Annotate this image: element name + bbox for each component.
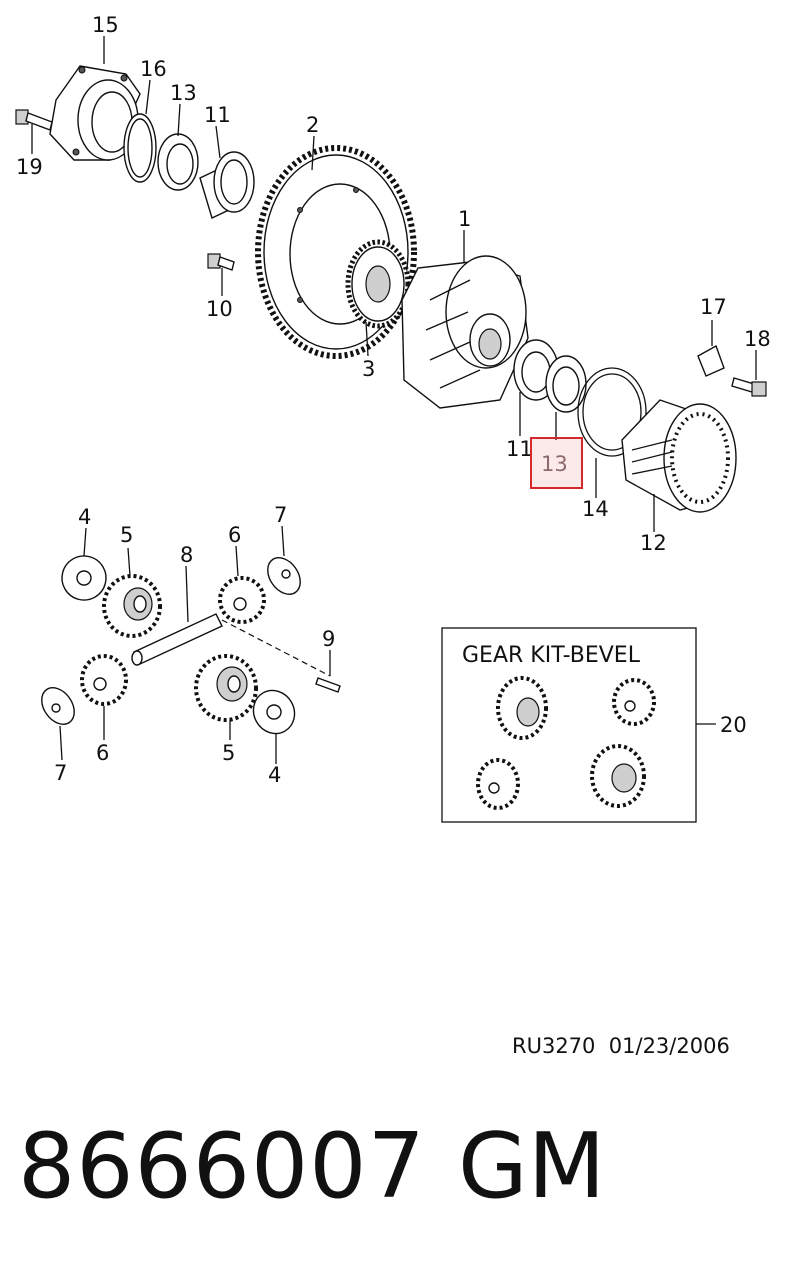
part-1-differential-case: [401, 255, 529, 409]
callout-9: 9: [322, 627, 335, 651]
callout-2: 2: [306, 113, 319, 137]
callout-7-lower: 7: [54, 761, 67, 785]
callout-8: 8: [180, 543, 193, 567]
part-10-bolt: [207, 253, 235, 271]
callout-11-upper: 11: [204, 103, 231, 127]
callout-10: 10: [206, 297, 233, 321]
callout-17: 17: [700, 295, 727, 319]
part-8-pinion-shaft: [131, 613, 223, 666]
callout-6-lower: 6: [96, 741, 109, 765]
part-13-shim-lower: [545, 355, 587, 413]
callout-14: 14: [582, 497, 609, 521]
callout-13-upper: 13: [170, 81, 197, 105]
part-12-tone-ring: [621, 399, 737, 513]
callout-7-upper: 7: [274, 503, 287, 527]
callout-11-lower: 11: [506, 437, 533, 461]
highlighted-callout[interactable]: 13: [530, 437, 583, 489]
kit-side-gear-2: [590, 744, 646, 808]
callout-3: 3: [362, 357, 375, 381]
part-19-bolt: [15, 109, 53, 131]
part-9-pin: [315, 677, 341, 693]
callout-4-upper: 4: [78, 505, 91, 529]
drawing-ref-code: RU3270: [512, 1034, 596, 1058]
callout-labels: 15 16 13 11 2 19 1 10 3 17 18 11 14 12 4…: [16, 13, 771, 787]
drawing-reference: RU3270 01/23/2006: [512, 1034, 730, 1058]
part-13-shim-upper: [157, 133, 199, 191]
exploded-parts-diagram: 15 16 13 11 2 19 1 10 3 17 18 11 14 12 4…: [15, 13, 771, 823]
part-17-clip: [697, 344, 725, 377]
callout-19: 19: [16, 155, 43, 179]
callout-1: 1: [458, 207, 471, 231]
part-6-pinion-lower: [80, 654, 128, 706]
callout-20: 20: [720, 713, 747, 737]
callout-6-upper: 6: [228, 523, 241, 547]
part-5-side-gear-lower: [194, 654, 258, 722]
part-11-bearing-upper: [199, 151, 255, 219]
kit-pinion-1: [612, 678, 656, 726]
leader-lines: [31, 36, 757, 764]
part-7-washer-upper: [267, 557, 301, 595]
highlight-box[interactable]: [530, 437, 583, 489]
kit-side-gear-1: [496, 676, 548, 740]
part-15-housing: [49, 65, 141, 161]
drawing-date: 01/23/2006: [608, 1034, 730, 1058]
part-4-washer-upper: [61, 555, 107, 601]
callout-18: 18: [744, 327, 771, 351]
callout-5-upper: 5: [120, 523, 133, 547]
part-4-washer-lower: [252, 689, 296, 735]
part-5-side-gear-upper: [102, 574, 162, 638]
part-18-bolt: [731, 377, 767, 397]
callout-13-highlighted: 13: [541, 452, 568, 476]
callout-4-lower: 4: [268, 763, 281, 787]
brand-name: GM: [458, 1114, 606, 1219]
part-7-washer-lower: [41, 687, 75, 725]
callout-12: 12: [640, 531, 667, 555]
part-6-pinion-upper: [218, 576, 266, 624]
part-number: 8666007: [18, 1114, 426, 1219]
callout-16: 16: [140, 57, 167, 81]
callout-15: 15: [92, 13, 119, 37]
callout-5-lower: 5: [222, 741, 235, 765]
kit-pinion-2: [476, 758, 520, 810]
gear-kit-box: GEAR KIT-BEVEL: [441, 627, 697, 823]
part-14-ring: [577, 367, 647, 457]
gear-kit-title: GEAR KIT-BEVEL: [462, 643, 641, 668]
part-3-gear: [345, 239, 411, 329]
